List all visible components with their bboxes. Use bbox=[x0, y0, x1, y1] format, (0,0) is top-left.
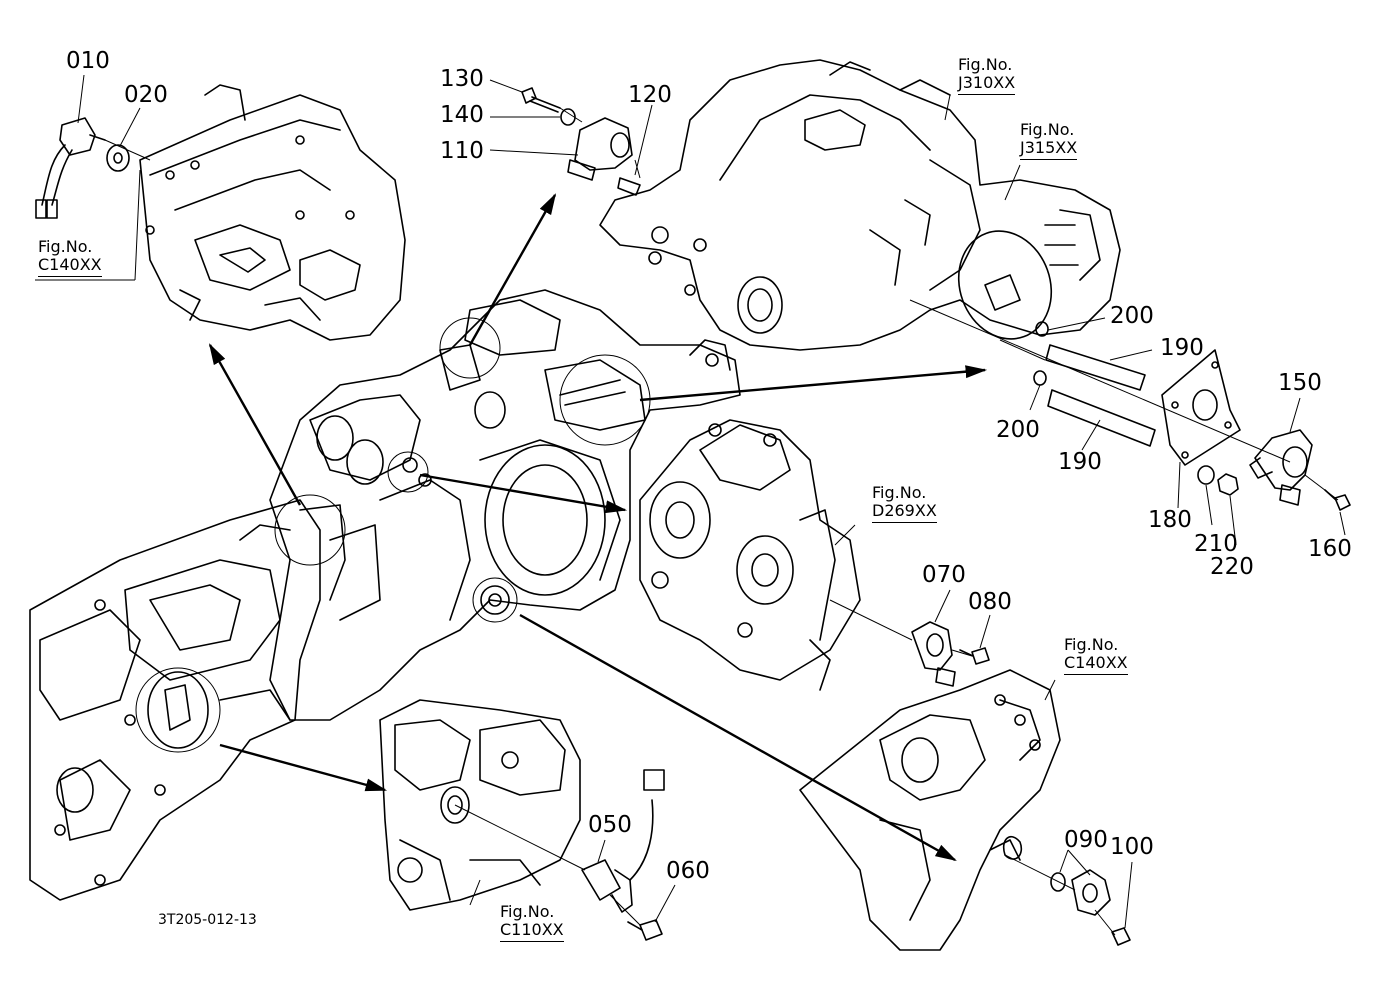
part-label-190-a: 190 bbox=[1160, 335, 1204, 361]
part-label-190-b: 190 bbox=[1058, 449, 1102, 475]
part-label-140: 140 bbox=[440, 102, 484, 128]
part-label-080: 080 bbox=[968, 589, 1012, 615]
zoom-circles bbox=[135, 317, 651, 753]
part-140-washer bbox=[560, 108, 576, 126]
part-label-210: 210 bbox=[1194, 531, 1238, 557]
lower-middle-housing bbox=[379, 699, 581, 911]
figure-ref-j310xx: Fig.No. J310XX bbox=[958, 55, 1016, 95]
part-200-washer-a bbox=[1035, 321, 1049, 337]
lower-right-housing bbox=[799, 669, 1061, 951]
figure-ref-c140xx-lower: Fig.No. C140XX bbox=[1064, 635, 1128, 675]
part-label-090: 090 bbox=[1064, 827, 1108, 853]
leader-lines bbox=[35, 74, 1346, 929]
figure-ref-code: C140XX bbox=[38, 256, 102, 277]
part-090-oring bbox=[1050, 872, 1066, 892]
assembly-axes bbox=[104, 107, 1339, 936]
figure-ref-prefix: Fig.No. bbox=[500, 902, 555, 921]
part-150-sensor bbox=[1249, 429, 1313, 506]
part-label-120: 120 bbox=[628, 82, 672, 108]
figure-ref-prefix: Fig.No. bbox=[38, 237, 93, 256]
upper-left-housing bbox=[139, 84, 406, 341]
part-220-nut bbox=[1217, 473, 1239, 496]
part-110-valve bbox=[567, 117, 633, 181]
part-label-130: 130 bbox=[440, 66, 484, 92]
figure-ref-code: J315XX bbox=[1020, 139, 1078, 160]
figure-ref-code: C140XX bbox=[1064, 654, 1128, 675]
part-210-washer bbox=[1197, 465, 1215, 485]
part-120-pin bbox=[617, 177, 641, 196]
part-label-010: 010 bbox=[66, 48, 110, 74]
part-label-020: 020 bbox=[124, 82, 168, 108]
right-middle-housing bbox=[639, 419, 861, 691]
part-130-bolt bbox=[521, 87, 561, 113]
part-label-160: 160 bbox=[1308, 536, 1352, 562]
part-010-sensor bbox=[35, 117, 106, 219]
zoom-arrows bbox=[208, 193, 988, 862]
figure-ref-prefix: Fig.No. bbox=[1064, 635, 1119, 654]
part-070-sensor bbox=[911, 621, 956, 687]
part-label-070: 070 bbox=[922, 562, 966, 588]
part-label-150: 150 bbox=[1278, 370, 1322, 396]
part-080-bolt bbox=[959, 647, 990, 665]
figure-ref-code: J310XX bbox=[958, 74, 1016, 95]
part-label-100: 100 bbox=[1110, 834, 1154, 860]
figure-ref-c110xx: Fig.No. C110XX bbox=[500, 902, 564, 942]
part-label-220: 220 bbox=[1210, 554, 1254, 580]
part-060-bolt bbox=[627, 919, 663, 941]
upper-right-housing bbox=[599, 59, 1121, 351]
figure-ref-prefix: Fig.No. bbox=[1020, 120, 1075, 139]
part-200-washer-b bbox=[1033, 370, 1047, 386]
part-190-studs bbox=[1045, 344, 1156, 447]
part-label-200-b: 200 bbox=[996, 417, 1040, 443]
figure-ref-prefix: Fig.No. bbox=[872, 483, 927, 502]
figure-ref-c140xx-upper: Fig.No. C140XX bbox=[38, 237, 102, 277]
part-100-sensor bbox=[1071, 869, 1131, 946]
part-label-050: 050 bbox=[588, 812, 632, 838]
part-label-180: 180 bbox=[1148, 507, 1192, 533]
central-transmission bbox=[269, 289, 741, 721]
part-label-060: 060 bbox=[666, 858, 710, 884]
part-020-washer bbox=[106, 144, 130, 172]
part-050-sensor bbox=[581, 769, 665, 913]
part-label-110: 110 bbox=[440, 138, 484, 164]
figure-ref-code: D269XX bbox=[872, 502, 937, 523]
drawing-reference-number: 3T205-012-13 bbox=[158, 912, 257, 928]
part-label-200-a: 200 bbox=[1110, 303, 1154, 329]
part-180-plate bbox=[1161, 349, 1241, 466]
figure-ref-d269xx: Fig.No. D269XX bbox=[872, 483, 937, 523]
figure-ref-code: C110XX bbox=[500, 921, 564, 942]
figure-ref-prefix: Fig.No. bbox=[958, 55, 1013, 74]
left-transmission-case bbox=[29, 499, 346, 901]
figure-ref-j315xx: Fig.No. J315XX bbox=[1020, 120, 1078, 160]
